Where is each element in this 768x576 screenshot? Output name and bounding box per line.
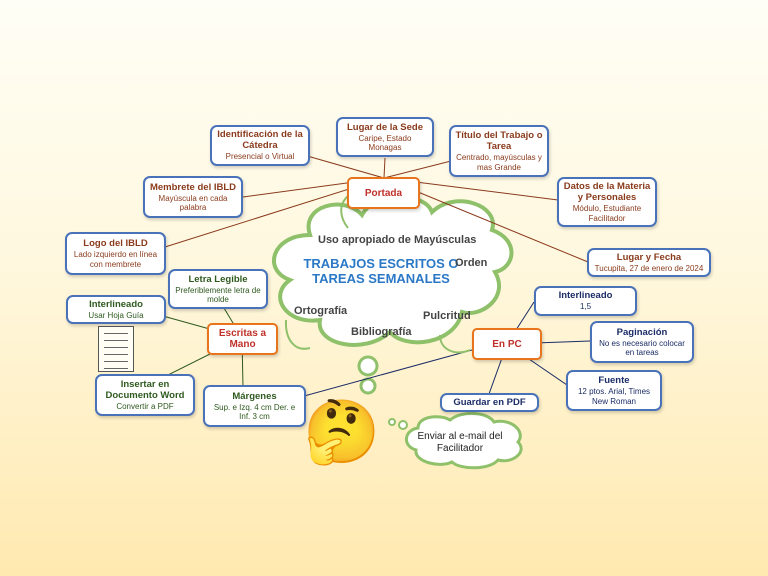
node-desc: Preferiblemente letra de molde bbox=[175, 285, 261, 305]
node-paginacion: Paginación No es necesario colocar en ta… bbox=[590, 321, 694, 363]
node-guardar-pdf: Guardar en PDF bbox=[440, 393, 539, 412]
node-title: Lugar y Fecha bbox=[616, 251, 682, 263]
node-lugar-sede: Lugar de la Sede Caripe, Estado Monagas bbox=[336, 117, 434, 157]
hub-en-pc: En PC bbox=[472, 328, 542, 360]
node-title: Márgenes bbox=[232, 390, 277, 402]
node-title: Datos de la Materia y Personales bbox=[563, 181, 651, 203]
node-desc: Tucupita, 27 de enero de 2024 bbox=[594, 263, 704, 273]
node-titulo-trabajo: Título del Trabajo o Tarea Centrado, may… bbox=[449, 125, 549, 177]
node-membrete-ibld: Membrete del IBLD Mayúscula en cada pala… bbox=[143, 176, 243, 218]
node-letra-legible: Letra Legible Preferiblemente letra de m… bbox=[168, 269, 268, 309]
node-title: Membrete del IBLD bbox=[149, 181, 237, 193]
node-insertar-word: Insertar en Documento Word Convertir a P… bbox=[95, 374, 195, 416]
hub-portada: Portada bbox=[347, 177, 420, 209]
node-desc: Caripe, Estado Monagas bbox=[358, 133, 412, 153]
thinking-face-icon: 🤔 bbox=[303, 398, 381, 467]
node-desc: Mayúscula en cada palabra bbox=[158, 193, 228, 213]
node-logo-ibld: Logo del IBLD Lado izquierdo en línea co… bbox=[65, 232, 166, 275]
node-title: Interlineado bbox=[558, 290, 613, 302]
hub-escritas-a-mano: Escritas a Mano bbox=[207, 323, 278, 355]
node-title: Logo del IBLD bbox=[83, 238, 148, 249]
node-title: Letra Legible bbox=[188, 273, 248, 285]
callout-cloud bbox=[405, 412, 523, 470]
node-lugar-fecha: Lugar y Fecha Tucupita, 27 de enero de 2… bbox=[587, 248, 711, 277]
keyword-bibliografia: Bibliografía bbox=[351, 326, 412, 338]
node-title: Lugar de la Sede bbox=[346, 121, 424, 133]
node-fuente: Fuente 12 ptos. Arial, Times New Roman bbox=[566, 370, 662, 411]
hub-escritas-label: Escritas a Mano bbox=[218, 328, 267, 350]
node-desc: 12 ptos. Arial, Times New Roman bbox=[577, 387, 651, 406]
node-title: Título del Trabajo o Tarea bbox=[455, 130, 543, 152]
node-title: Identificación de la Cátedra bbox=[217, 129, 303, 152]
node-desc: Sup. e Izq. 4 cm Der. e Inf. 3 cm bbox=[213, 402, 296, 422]
node-title: Guardar en PDF bbox=[453, 397, 526, 408]
keyword-ortografia: Ortografía bbox=[294, 305, 348, 317]
hub-pc-label: En PC bbox=[492, 338, 522, 350]
node-interlineado-pc: Interlineado 1,5 bbox=[534, 286, 637, 316]
node-margenes: Márgenes Sup. e Izq. 4 cm Der. e Inf. 3 … bbox=[203, 385, 306, 427]
node-title: Insertar en Documento Word bbox=[105, 378, 185, 401]
lined-paper-icon bbox=[98, 326, 134, 372]
keyword-pulcritud: Pulcritud bbox=[423, 310, 471, 322]
node-identificacion-catedra: Identificación de la Cátedra Presencial … bbox=[210, 125, 310, 166]
keyword-orden: Orden bbox=[455, 257, 488, 269]
node-desc: Presencial o Virtual bbox=[225, 152, 295, 162]
keyword-mayusculas: Uso apropiado de Mayúsculas bbox=[318, 234, 477, 246]
node-title: Fuente bbox=[598, 375, 630, 386]
node-desc: Lado izquierdo en línea con membrete bbox=[73, 250, 158, 269]
node-desc: 1,5 bbox=[579, 302, 592, 312]
node-desc: Centrado, mayúsculas y mas Grande bbox=[456, 153, 542, 172]
node-desc: Convertir a PDF bbox=[116, 401, 174, 411]
node-desc: No es necesario colocar en tareas bbox=[599, 338, 685, 358]
node-title: Paginación bbox=[616, 326, 668, 338]
callout-text: Enviar al e-mail del Facilitador bbox=[417, 431, 503, 454]
hub-portada-label: Portada bbox=[364, 187, 403, 199]
node-interlineado-mano: Interlineado Usar Hoja Guía bbox=[66, 295, 166, 324]
node-desc: Módulo, Estudiante Facilitador bbox=[572, 204, 642, 223]
central-title: TRABAJOS ESCRITOS O TAREAS SEMANALES bbox=[303, 256, 459, 286]
node-datos-materia: Datos de la Materia y Personales Módulo,… bbox=[557, 177, 657, 227]
node-title: Interlineado bbox=[89, 298, 143, 310]
node-desc: Usar Hoja Guía bbox=[88, 310, 144, 320]
